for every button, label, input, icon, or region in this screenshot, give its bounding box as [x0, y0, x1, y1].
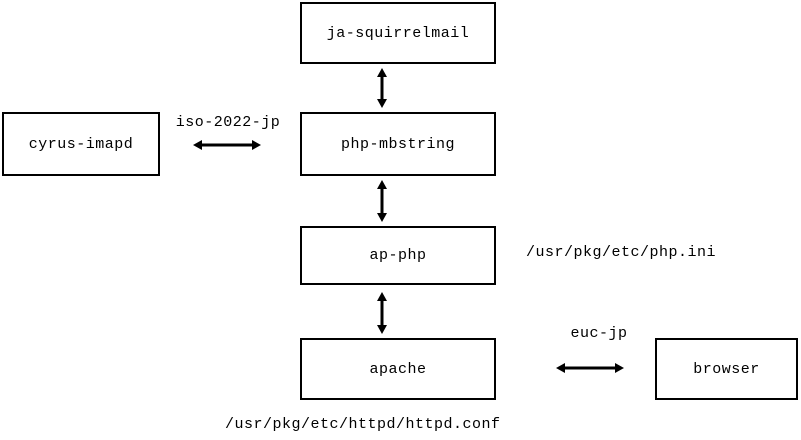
node-label-apache: apache: [369, 360, 427, 378]
edge-label-iso-2022-jp: iso-2022-jp: [175, 114, 281, 131]
arrow-cyrus-imapd-php-mbstring: [193, 137, 261, 153]
node-ja-squirrelmail[interactable]: ja-squirrelmail: [300, 2, 496, 64]
arrow-apache-browser: [556, 360, 624, 376]
node-cyrus-imapd[interactable]: cyrus-imapd: [2, 112, 160, 176]
node-ap-php[interactable]: ap-php: [300, 226, 496, 285]
edge-label-euc-jp: euc-jp: [570, 325, 628, 342]
node-apache[interactable]: apache: [300, 338, 496, 400]
annotation-php-ini-path: /usr/pkg/etc/php.ini: [526, 244, 717, 261]
node-label-php-mbstring: php-mbstring: [340, 135, 456, 153]
node-label-browser: browser: [693, 360, 760, 378]
arrow-squirrelmail-php-mbstring: [374, 68, 390, 108]
annotation-httpd-conf-path: /usr/pkg/etc/httpd/httpd.conf: [225, 416, 501, 433]
node-label-ja-squirrelmail: ja-squirrelmail: [326, 24, 470, 42]
node-browser[interactable]: browser: [655, 338, 798, 400]
node-label-ap-php: ap-php: [369, 247, 427, 264]
node-label-cyrus-imapd: cyrus-imapd: [28, 135, 134, 153]
arrow-php-mbstring-ap-php: [374, 180, 390, 222]
node-php-mbstring[interactable]: php-mbstring: [300, 112, 496, 176]
arrow-ap-php-apache: [374, 292, 390, 334]
